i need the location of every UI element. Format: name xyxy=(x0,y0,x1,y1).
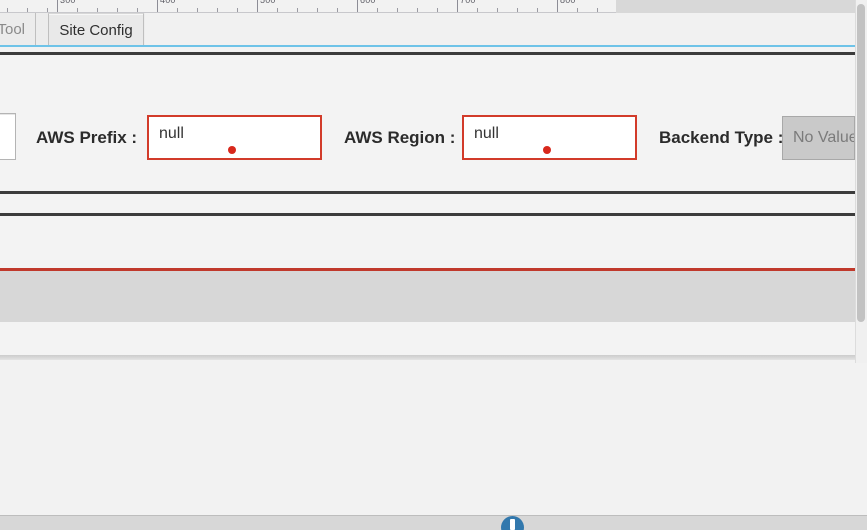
info-circle-glyph xyxy=(510,519,515,530)
ruler-minor-tick xyxy=(47,8,48,12)
ruler-major-tick xyxy=(257,0,258,12)
ruler-minor-tick xyxy=(537,8,538,12)
ruler-minor-tick xyxy=(277,8,278,12)
ruler-label: 400 xyxy=(160,0,176,5)
aws-region-input-value: null xyxy=(474,125,499,142)
section-rule-upper xyxy=(0,191,855,194)
ruler-label: 800 xyxy=(560,0,576,5)
ruler-minor-tick xyxy=(217,8,218,12)
section-gap-band xyxy=(0,194,855,213)
ruler-label: 500 xyxy=(260,0,276,5)
ruler-minor-tick xyxy=(517,8,518,12)
ruler-label: 600 xyxy=(360,0,376,5)
ruler-right-filler xyxy=(616,0,855,13)
ruler-baseline xyxy=(0,12,616,13)
ruler-major-tick xyxy=(557,0,558,12)
error-divider-rule xyxy=(0,268,855,271)
footer-bar xyxy=(0,515,867,530)
aws-prefix-error-dot xyxy=(228,146,236,154)
tab-site-config[interactable]: Site Config xyxy=(48,13,144,46)
ruler-minor-tick xyxy=(597,8,598,12)
ruler-label: 700 xyxy=(460,0,476,5)
aws-prefix-input[interactable]: null xyxy=(147,115,322,160)
backend-type-select[interactable]: No Value xyxy=(782,116,855,160)
toolbar-top-rule xyxy=(0,52,855,55)
ruler-minor-tick xyxy=(7,8,8,12)
ruler-minor-tick xyxy=(197,8,198,12)
form-panel xyxy=(0,55,855,191)
ruler-minor-tick xyxy=(77,8,78,12)
tab-y-tool[interactable]: y Tool xyxy=(0,13,36,46)
tab-active-underline xyxy=(0,45,855,47)
ruler-minor-tick xyxy=(437,8,438,12)
ruler-minor-tick xyxy=(137,8,138,12)
ruler-major-tick xyxy=(157,0,158,12)
ruler-minor-tick xyxy=(237,8,238,12)
ruler-major-tick xyxy=(457,0,458,12)
ruler-minor-tick xyxy=(317,8,318,12)
ruler-minor-tick xyxy=(27,8,28,12)
ruler-minor-tick xyxy=(577,8,578,12)
ruler-minor-tick xyxy=(177,8,178,12)
ruler-label: 300 xyxy=(60,0,76,5)
ruler-minor-tick xyxy=(497,8,498,12)
tab-strip: y Tool Site Config xyxy=(0,13,855,46)
aws-region-input[interactable]: null xyxy=(462,115,637,160)
lower-light-band xyxy=(0,322,855,355)
ruler-minor-tick xyxy=(297,8,298,12)
ruler-minor-tick xyxy=(377,8,378,12)
ruler-minor-tick xyxy=(477,8,478,12)
ruler-minor-tick xyxy=(97,8,98,12)
horizontal-ruler: 300 400 500 600 700 800 xyxy=(0,0,616,13)
backend-type-label: Backend Type : xyxy=(659,128,784,147)
tab-y-tool-label: y Tool xyxy=(0,21,25,38)
backend-type-select-value: No Value xyxy=(793,129,855,146)
ruler-minor-tick xyxy=(337,8,338,12)
vertical-scrollbar-thumb[interactable] xyxy=(857,4,865,322)
aws-prefix-input-value: null xyxy=(159,125,184,142)
ruler-major-tick xyxy=(357,0,358,12)
panel-drop-shadow xyxy=(0,355,867,363)
ruler-minor-tick xyxy=(117,8,118,12)
truncated-left-input[interactable] xyxy=(0,113,16,160)
tab-site-config-label: Site Config xyxy=(59,21,133,39)
bottom-grey-panel xyxy=(0,271,855,322)
ruler-minor-tick xyxy=(397,8,398,12)
aws-region-label: AWS Region : xyxy=(344,128,456,147)
ruler-minor-tick xyxy=(417,8,418,12)
section-body-band xyxy=(0,216,855,268)
ruler-major-tick xyxy=(57,0,58,12)
tab-strip-empty-area xyxy=(145,13,855,46)
aws-prefix-label: AWS Prefix : xyxy=(36,128,138,147)
section-rule-lower xyxy=(0,213,855,216)
aws-region-error-dot xyxy=(543,146,551,154)
page-background xyxy=(0,360,867,515)
